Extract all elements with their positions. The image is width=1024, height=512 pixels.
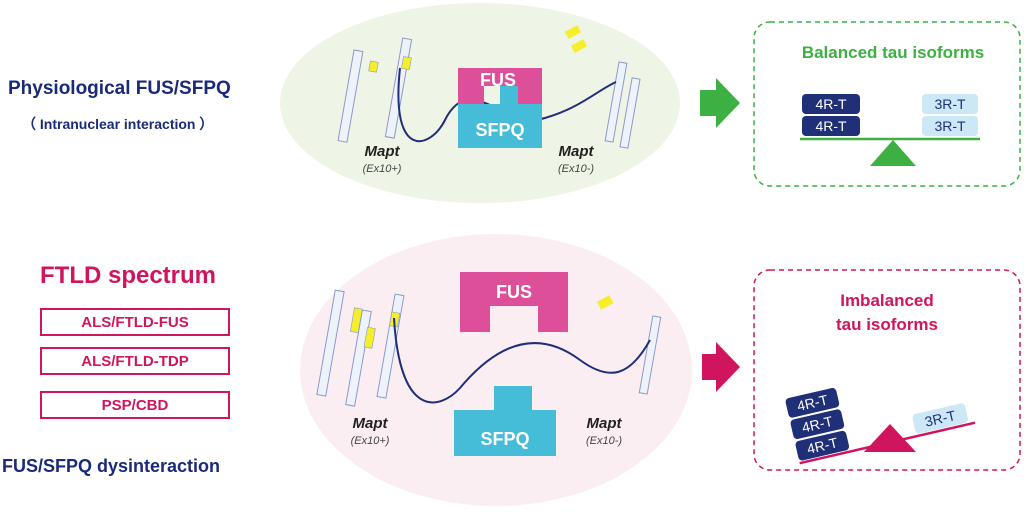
imbalanced-fulcrum-icon	[864, 424, 916, 452]
top-mapt-right-label: Mapt	[559, 143, 595, 160]
balanced-fulcrum-icon	[870, 140, 916, 166]
imbalanced-result-panel: Imbalanced tau isoforms 4R-T 4R-T 4R-T 3…	[753, 269, 1021, 471]
physiological-title: Physiological FUS/SFPQ	[8, 78, 231, 99]
balanced-4r-label-1: 4R-T	[815, 96, 847, 112]
top-arrow-icon	[700, 78, 740, 128]
top-sfpq-label: SFPQ	[475, 120, 524, 140]
bottom-mapt-right-sub: (Ex10-)	[586, 435, 622, 447]
bottom-fus-shape	[460, 272, 568, 332]
balanced-3r-block-2	[922, 116, 978, 136]
bottom-nucleus: FUS SFPQ Mapt (Ex10+) Mapt (Ex10-)	[300, 234, 692, 506]
top-mapt-right-sub: (Ex10-)	[558, 163, 594, 175]
imbalanced-4r-block-3	[795, 430, 850, 461]
imbalanced-4r-label-3: 4R-T	[805, 434, 839, 457]
top-mapt-left-sub: (Ex10+)	[363, 163, 402, 175]
imbalanced-4r-block-1	[785, 387, 840, 418]
balanced-4r-block-1	[802, 94, 860, 114]
imbalanced-4r-block-2	[790, 409, 845, 439]
bottom-mapt-right-rods	[638, 315, 662, 395]
balanced-4r-block-2	[802, 116, 860, 136]
dysinteraction-caption: FUS/SFPQ dysinteraction	[2, 456, 221, 476]
bottom-mapt-left-sub: (Ex10+)	[351, 435, 390, 447]
imbalanced-3r-block-1	[912, 403, 968, 434]
bottom-rna-line	[393, 317, 651, 404]
top-sfpq-shape	[458, 86, 542, 148]
bottom-mapt-right-label: Mapt	[587, 415, 623, 432]
ftld-spectrum-title: FTLD spectrum	[40, 262, 217, 289]
balanced-result-panel: Balanced tau isoforms 4R-T 4R-T 3R-T 3R-…	[753, 21, 1021, 187]
bottom-mapt-left-label: Mapt	[353, 415, 389, 432]
top-fus-label: FUS	[480, 70, 516, 90]
top-nucleus: FUS SFPQ Mapt (Ex10+) Mapt (Ex10-)	[280, 3, 680, 203]
imbalanced-3r-label-1: 3R-T	[923, 407, 957, 430]
bottom-sfpq-shape	[454, 386, 556, 456]
top-mapt-left-label: Mapt	[365, 143, 401, 160]
disease-box-psp-cbd: PSP/CBD	[40, 391, 230, 419]
balanced-3r-block-1	[922, 94, 978, 114]
balanced-title: Balanced tau isoforms	[802, 43, 984, 62]
imbalanced-scale-group: 4R-T 4R-T 4R-T 3R-T	[785, 387, 976, 465]
intranuclear-subtitle: （ Intranuclear interaction ）	[22, 116, 214, 132]
top-yellow-fragment-1	[564, 25, 582, 39]
balanced-3r-label-2: 3R-T	[934, 118, 966, 134]
bottom-yellow-fragment	[596, 295, 614, 310]
top-mapt-right-rods	[604, 61, 641, 149]
disease-box-als-ftld-tdp: ALS/FTLD-TDP	[40, 347, 230, 375]
bottom-sfpq-label: SFPQ	[480, 429, 529, 449]
balanced-4r-label-2: 4R-T	[815, 118, 847, 134]
balanced-result-border	[753, 21, 1021, 187]
balanced-3r-label-1: 3R-T	[934, 96, 966, 112]
bottom-arrow-icon	[702, 342, 740, 392]
imbalanced-title-line1: Imbalanced	[840, 291, 934, 310]
disease-box-als-ftld-fus: ALS/FTLD-FUS	[40, 308, 230, 336]
imbalanced-4r-label-1: 4R-T	[795, 391, 829, 414]
imbalanced-title-line2: tau isoforms	[836, 315, 938, 334]
imbalanced-4r-label-2: 4R-T	[800, 413, 834, 436]
top-yellow-fragment-2	[570, 39, 588, 53]
bottom-fus-label: FUS	[496, 282, 532, 302]
